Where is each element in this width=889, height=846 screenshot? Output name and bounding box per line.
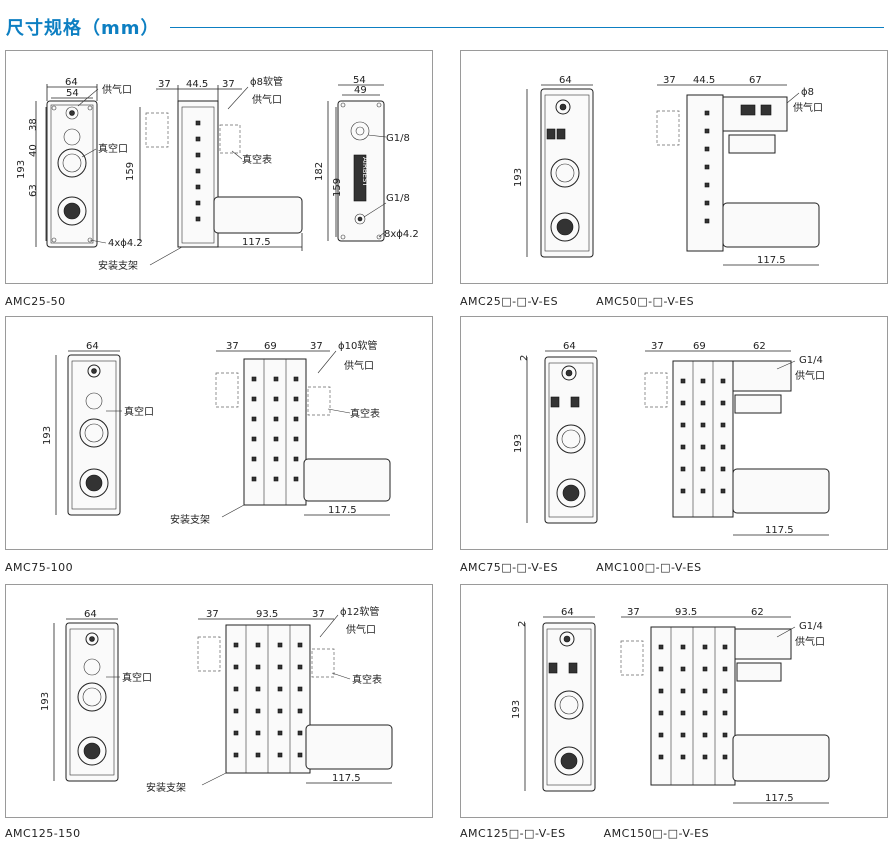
panel-caption: AMC75-100 — [5, 561, 74, 574]
dim-37-left: 37 — [226, 341, 239, 352]
panel-caption: AMC125-150 — [5, 827, 81, 840]
dim-inner-width: 54 — [66, 88, 79, 99]
dim-37-right: 37 — [310, 341, 323, 352]
dim-37-right: 37 — [222, 79, 235, 90]
dim-117-5: 117.5 — [328, 505, 357, 516]
dim-height: 193 — [16, 160, 27, 179]
label-bracket: 安装支架 — [146, 781, 186, 794]
dim-height: 193 — [40, 692, 51, 711]
dim-37: 37 — [627, 607, 640, 618]
drawing-panel-amc125-150: 64 193 真空口 37 93.5 37 ϕ12软管 供气口 真空表 117.… — [5, 584, 433, 818]
dim-159: 159 — [125, 162, 136, 181]
dim-93-5: 93.5 — [675, 607, 697, 618]
dim-117-5: 117.5 — [242, 237, 271, 248]
title-rule — [170, 27, 884, 28]
dim-2: 2 — [519, 355, 530, 361]
dim-62: 62 — [751, 607, 764, 618]
technical-drawing: 64 193 真空口 37 69 37 ϕ10软管 供气口 真空表 117.5 … — [42, 339, 391, 526]
dim-height: 193 — [42, 426, 53, 445]
label-vacuum-port: 真空口 — [122, 671, 152, 684]
technical-drawing: 64 2 193 37 69 62 G1/4 供气口 117.5 — [513, 341, 830, 536]
dim-2: 2 — [517, 621, 528, 627]
label-bracket: 安装支架 — [170, 513, 210, 526]
dim-44-5: 44.5 — [186, 79, 208, 90]
dim-182: 182 — [314, 162, 325, 181]
dim-117-5: 117.5 — [332, 773, 361, 784]
section-title: 尺寸规格（mm） — [6, 18, 160, 39]
dim-117-5: 117.5 — [765, 793, 794, 804]
label-supply-port: 供气口 — [795, 369, 825, 382]
dim-69: 69 — [264, 341, 277, 352]
label-bracket: 安装支架 — [98, 259, 138, 272]
dim-93-5: 93.5 — [256, 609, 278, 620]
dim-37-right: 37 — [312, 609, 325, 620]
label-vacuum-gauge: 真空表 — [350, 407, 380, 420]
label-holes-rear: 8xϕ4.2 — [384, 229, 419, 240]
drawing-panel-amc125-150-ves: 64 2 193 37 93.5 62 G1/4 供气口 117.5 — [460, 584, 888, 818]
dim-width: 64 — [563, 341, 576, 352]
label-vacuum-gauge: 真空表 — [352, 673, 382, 686]
dim-44-5: 44.5 — [693, 75, 715, 86]
technical-drawing: 64 2 193 37 93.5 62 G1/4 供气口 117.5 — [511, 607, 830, 804]
dim-117-5: 117.5 — [765, 525, 794, 536]
dim-rear-width: 54 — [353, 75, 366, 86]
dim-69: 69 — [693, 341, 706, 352]
label-supply-port: 供气口 — [344, 359, 374, 372]
dim-38: 38 — [28, 118, 39, 131]
label-g1-8-top: G1/8 — [386, 133, 410, 144]
dim-37: 37 — [663, 75, 676, 86]
dim-width: 64 — [561, 607, 574, 618]
dim-117-5: 117.5 — [757, 255, 786, 266]
dim-37: 37 — [651, 341, 664, 352]
drawing-panel-amc75-100-ves: 64 2 193 37 69 62 G1/4 供气口 117.5 — [460, 316, 888, 550]
label-supply-port: 供气口 — [346, 623, 376, 636]
dim-height: 193 — [513, 168, 524, 187]
drawing-panel-amc75-100: 64 193 真空口 37 69 37 ϕ10软管 供气口 真空表 117.5 … — [5, 316, 433, 550]
label-hose: ϕ12软管 — [340, 605, 379, 618]
label-g1-4: G1/4 — [799, 621, 823, 632]
drawing-panel-amc25-50: 64 54 193 38 40 63 159 供气口 真空口 4xϕ4.2 37… — [5, 50, 433, 284]
label-supply-port: 供气口 — [793, 101, 823, 114]
label-supply-port-side: 供气口 — [252, 93, 282, 106]
panel-caption: AMC25-50 — [5, 295, 66, 308]
label-hose: ϕ10软管 — [338, 339, 377, 352]
technical-drawing: 64 193 真空口 37 93.5 37 ϕ12软管 供气口 真空表 117.… — [40, 605, 393, 794]
dim-width: 64 — [559, 75, 572, 86]
label-g1-8-bottom: G1/8 — [386, 193, 410, 204]
dim-159-rear: 159 — [332, 178, 343, 197]
label-vacuum-port: 真空口 — [98, 142, 128, 155]
dim-width: 64 — [84, 609, 97, 620]
label-g1-4: G1/4 — [799, 355, 823, 366]
label-vacuum-gauge: 真空表 — [242, 153, 272, 166]
dim-37-left: 37 — [206, 609, 219, 620]
dim-rear-inner: 49 — [354, 85, 367, 96]
dim-67: 67 — [749, 75, 762, 86]
label-supply-port: 供气口 — [795, 635, 825, 648]
dim-63: 63 — [28, 184, 39, 197]
dim-40: 40 — [28, 144, 39, 157]
dim-62: 62 — [753, 341, 766, 352]
label-mount-holes: 4xϕ4.2 — [108, 238, 143, 249]
brand-logo: AIRBEST — [361, 157, 369, 187]
dim-width: 64 — [65, 77, 78, 88]
label-hose: ϕ8软管 — [250, 75, 283, 88]
drawing-panel-amc25-50-ves: 64 193 37 44.5 67 ϕ8 供气口 117.5 — [460, 50, 888, 284]
technical-drawing: 64 193 37 44.5 67 ϕ8 供气口 117.5 — [513, 75, 823, 266]
dim-37-left: 37 — [158, 79, 171, 90]
technical-drawing: 64 54 193 38 40 63 159 供气口 真空口 4xϕ4.2 37… — [16, 75, 419, 272]
dim-width: 64 — [86, 341, 99, 352]
label-supply-port: 供气口 — [102, 83, 132, 96]
dim-height: 193 — [513, 434, 524, 453]
label-phi8: ϕ8 — [801, 87, 814, 98]
dim-height: 193 — [511, 700, 522, 719]
label-vacuum-port: 真空口 — [124, 405, 154, 418]
